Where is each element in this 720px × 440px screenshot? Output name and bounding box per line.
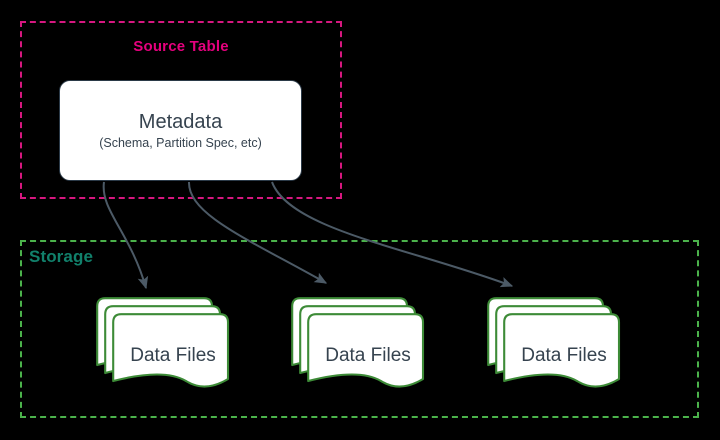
group-source-table-label: Source Table: [133, 38, 229, 55]
node-data-files-2[interactable]: Data Files: [291, 297, 439, 399]
node-data-files-3[interactable]: Data Files: [487, 297, 635, 399]
data-files-stack-icon: [487, 297, 621, 388]
node-data-files-1[interactable]: Data Files: [96, 297, 244, 399]
group-source-table[interactable]: Source Table: [20, 21, 342, 199]
node-metadata[interactable]: Metadata (Schema, Partition Spec, etc): [59, 80, 302, 181]
group-storage-label: Storage: [29, 247, 93, 266]
node-metadata-subtitle: (Schema, Partition Spec, etc): [99, 135, 262, 150]
node-metadata-title: Metadata: [138, 110, 223, 133]
data-files-stack-icon: [96, 297, 230, 388]
data-files-stack-icon: [291, 297, 425, 388]
